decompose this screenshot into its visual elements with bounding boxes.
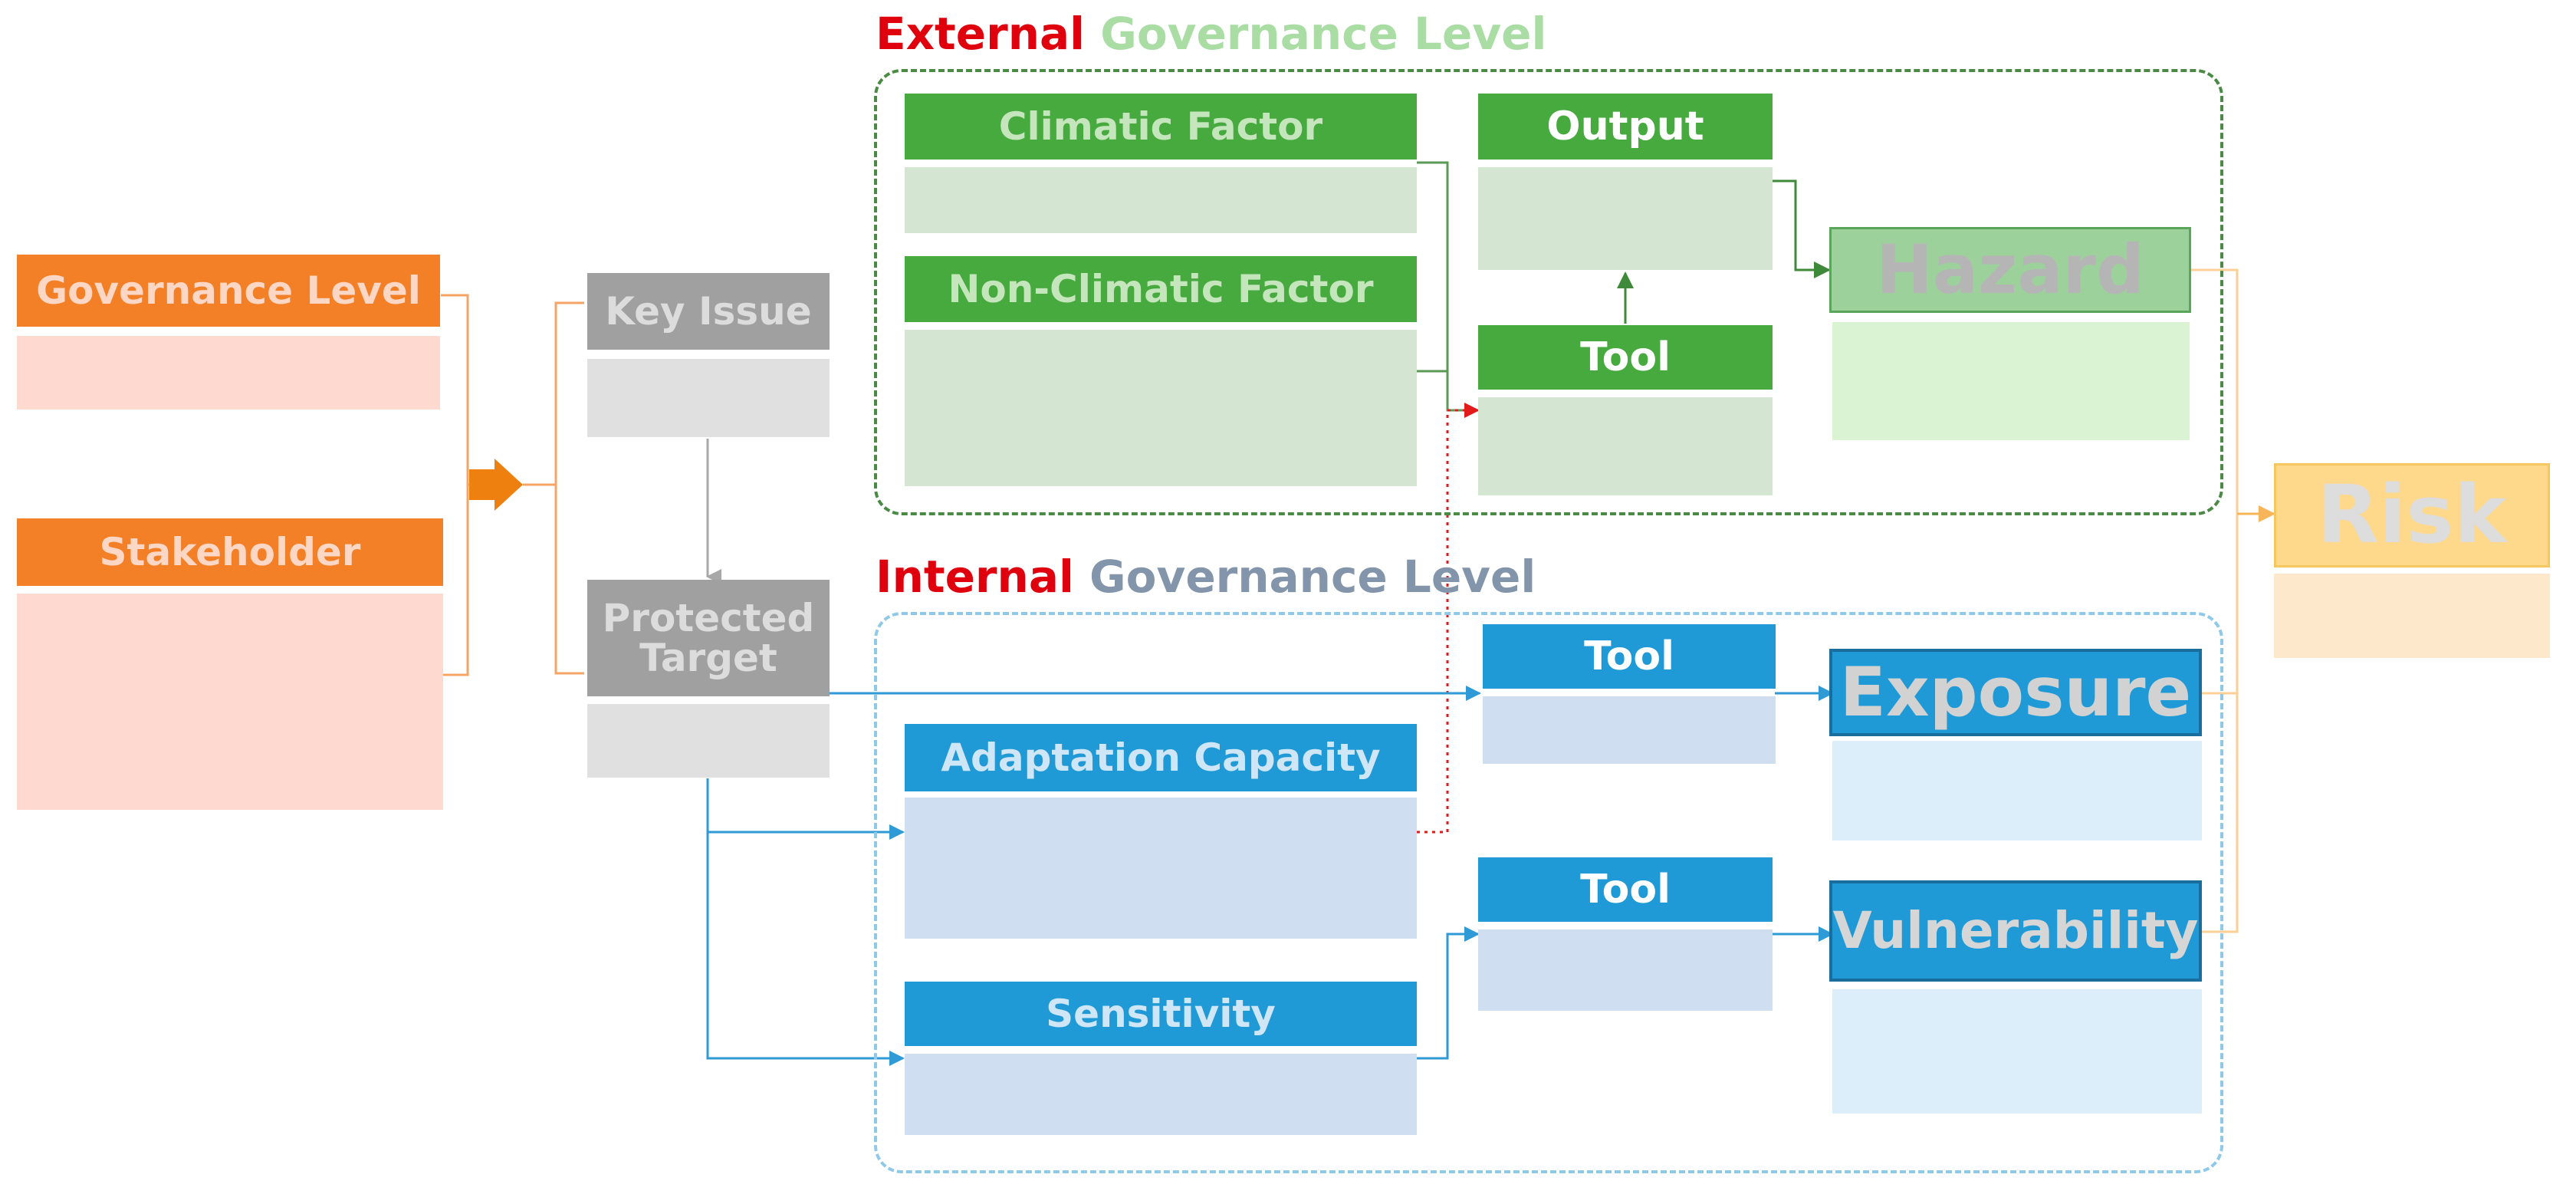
governance-level-body [17,336,440,410]
exposure-tool-header: Tool [1483,624,1776,689]
output-body [1478,167,1773,270]
internal-title-red: Internal [876,551,1074,603]
hazard-to-risk [2191,268,2239,933]
adaptation-to-tool-dotted [1417,403,1480,834]
risk-header: Risk [2274,463,2550,567]
vulnerability-tool-header: Tool [1478,857,1773,922]
external-tool-header: Tool [1478,325,1773,390]
internal-governance-region [874,612,2223,1173]
left-bracket [441,294,469,676]
exposure-header: Exposure [1829,649,2202,736]
hazard-body [1832,322,2190,440]
external-title-rest: Governance Level [1085,8,1547,60]
exposure-body [1832,741,2202,840]
internal-title: Internal Governance Level [876,551,1536,603]
vulnerability-tool-body [1478,929,1773,1011]
climatic-factor-header: Climatic Factor [905,94,1417,160]
key-issue-body [587,359,830,437]
external-title-red: External [876,8,1086,60]
protected-target-body [587,704,830,778]
non-climatic-factor-body [905,330,1417,486]
sensitivity-to-vuln-tool [1417,926,1480,1060]
protected-target-header: Protected Target [587,580,830,696]
right-bracket [554,301,584,675]
vulnerability-body [1832,989,2202,1114]
external-title: External Governance Level [876,8,1546,60]
adaptation-capacity-body [905,798,1417,939]
hazard-header: Hazard [1829,227,2191,313]
vulnerability-header: Vulnerability [1829,880,2202,982]
big-orange-arrow-icon [469,459,523,511]
target-to-sensitivity [706,832,905,1066]
non-climatic-factor-header: Non-Climatic Factor [905,256,1417,322]
external-governance-region [874,69,2223,515]
adaptation-capacity-header: Adaptation Capacity [905,724,1417,791]
stakeholder-body [17,594,443,810]
stakeholder-header: Stakeholder [17,518,443,586]
sensitivity-header: Sensitivity [905,982,1417,1046]
external-tool-body [1478,397,1773,495]
risk-body [2274,574,2550,658]
key-issue-header: Key Issue [587,273,830,350]
output-to-hazard-arrow [1773,179,1831,278]
exposure-tool-body [1483,696,1776,764]
output-header: Output [1478,94,1773,160]
climatic-factor-body [905,167,1417,233]
internal-title-rest: Governance Level [1073,551,1536,603]
governance-level-header: Governance Level [17,255,440,327]
sensitivity-body [905,1054,1417,1135]
